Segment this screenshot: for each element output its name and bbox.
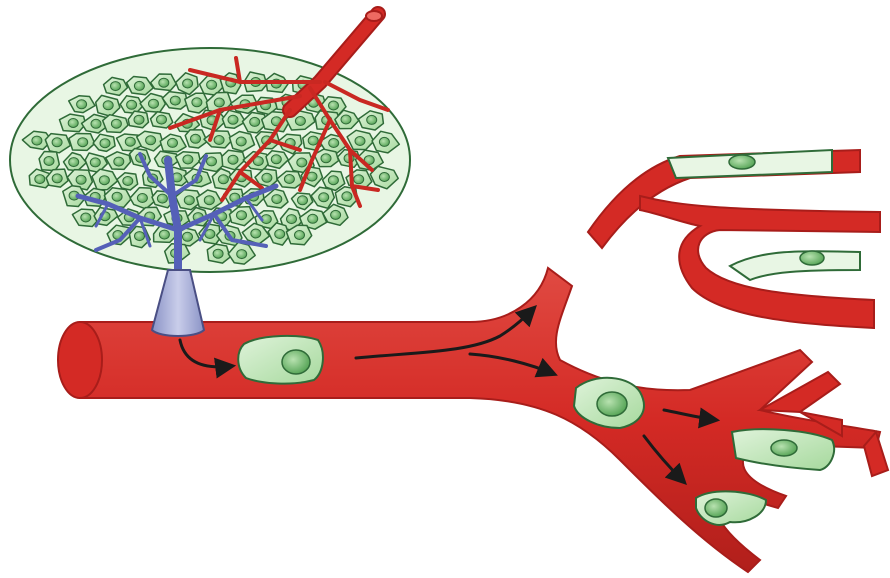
cell-nucleus xyxy=(800,251,824,265)
cell-nucleus xyxy=(228,155,238,164)
cell-nucleus xyxy=(78,138,88,147)
cell-nucleus xyxy=(91,119,101,128)
cell-nucleus xyxy=(170,96,180,105)
cell-nucleus xyxy=(214,98,224,107)
cell-nucleus xyxy=(237,211,247,220)
cell-nucleus xyxy=(35,175,45,184)
cell-nucleus xyxy=(134,115,144,124)
cell-nucleus xyxy=(308,136,318,145)
cell-nucleus xyxy=(354,175,364,184)
lymph-vessel-entry xyxy=(152,270,204,336)
cell-nucleus xyxy=(729,155,755,169)
cell-nucleus xyxy=(272,195,282,204)
cell-nucleus xyxy=(159,78,169,87)
extravasated-cell xyxy=(730,251,860,280)
cell-nucleus xyxy=(111,119,121,128)
cell-nucleus xyxy=(90,158,100,167)
cell-nucleus xyxy=(308,214,318,223)
cell-nucleus xyxy=(331,210,341,219)
cell-nucleus xyxy=(157,194,167,203)
cell-nucleus xyxy=(69,158,79,167)
cell-nucleus xyxy=(213,249,223,258)
cell-nucleus xyxy=(100,139,110,148)
vessel-opening xyxy=(366,11,382,21)
cell-nucleus xyxy=(184,196,194,205)
cell-nucleus xyxy=(52,174,62,183)
cell-nucleus xyxy=(168,138,178,147)
cell-nucleus xyxy=(379,173,389,182)
cell-nucleus xyxy=(183,79,193,88)
cell-nucleus xyxy=(287,215,297,224)
vessel-end xyxy=(58,322,102,398)
cell-nucleus xyxy=(251,229,261,238)
cell-nucleus xyxy=(77,100,87,109)
cell-nucleus xyxy=(597,392,627,416)
cell-nucleus xyxy=(282,350,310,374)
cell-nucleus xyxy=(207,80,217,89)
cell-nucleus xyxy=(319,193,329,202)
cell-nucleus xyxy=(329,101,339,110)
cell-nucleus xyxy=(295,117,305,126)
cell-nucleus xyxy=(321,154,331,163)
cell-nucleus xyxy=(32,136,42,145)
cell-nucleus xyxy=(329,139,339,148)
cell-nucleus xyxy=(191,134,201,143)
cell-nucleus xyxy=(262,173,272,182)
cell-nucleus xyxy=(114,157,124,166)
cell-nucleus xyxy=(342,192,352,201)
cell-nucleus xyxy=(183,155,193,164)
cell-nucleus xyxy=(284,175,294,184)
cell-nucleus xyxy=(99,176,109,185)
cell-nucleus xyxy=(204,196,214,205)
cell-nucleus xyxy=(367,115,377,124)
cell-nucleus xyxy=(134,81,144,90)
cell-nucleus xyxy=(123,177,133,186)
cell-nucleus xyxy=(218,175,228,184)
cell-nucleus xyxy=(81,213,91,222)
cell-nucleus xyxy=(149,99,159,108)
cell-nucleus xyxy=(157,115,167,124)
cell-nucleus xyxy=(298,196,308,205)
cell-nucleus xyxy=(355,137,365,146)
cell-nucleus xyxy=(146,136,156,145)
cell-nucleus xyxy=(237,250,247,259)
cell-nucleus xyxy=(44,157,54,166)
cell-nucleus xyxy=(207,157,217,166)
cell-nucleus xyxy=(68,119,78,128)
cell-nucleus xyxy=(76,175,86,184)
cell-nucleus xyxy=(159,230,169,239)
cell-nucleus xyxy=(379,137,389,146)
cell-nucleus xyxy=(125,137,135,146)
cell-nucleus xyxy=(341,115,351,124)
cell-nucleus xyxy=(236,137,246,146)
cell-nucleus xyxy=(228,115,238,124)
upper-capillary-bed xyxy=(588,150,880,328)
cell-nucleus xyxy=(271,155,281,164)
cell-nucleus xyxy=(192,98,202,107)
cell-nucleus xyxy=(295,231,305,240)
circulating-tumor-cell xyxy=(238,336,323,384)
cell-nucleus xyxy=(183,232,193,241)
cell-nucleus xyxy=(52,138,62,147)
cell-nucleus xyxy=(250,117,260,126)
cell-nucleus xyxy=(328,176,338,185)
cell-nucleus xyxy=(771,440,797,456)
cell-nucleus xyxy=(112,192,122,201)
extravasating-cell-right xyxy=(732,429,834,470)
extravasating-cell-lower xyxy=(696,491,766,524)
cell-nucleus xyxy=(103,101,113,110)
cell-nucleus xyxy=(275,230,285,239)
cell-nucleus xyxy=(111,82,121,91)
cell-nucleus xyxy=(137,194,147,203)
cell-nucleus xyxy=(297,158,307,167)
cell-nucleus xyxy=(127,100,137,109)
cell-nucleus xyxy=(705,499,727,517)
cell-nucleus xyxy=(214,136,224,145)
cell-nucleus xyxy=(135,232,145,241)
